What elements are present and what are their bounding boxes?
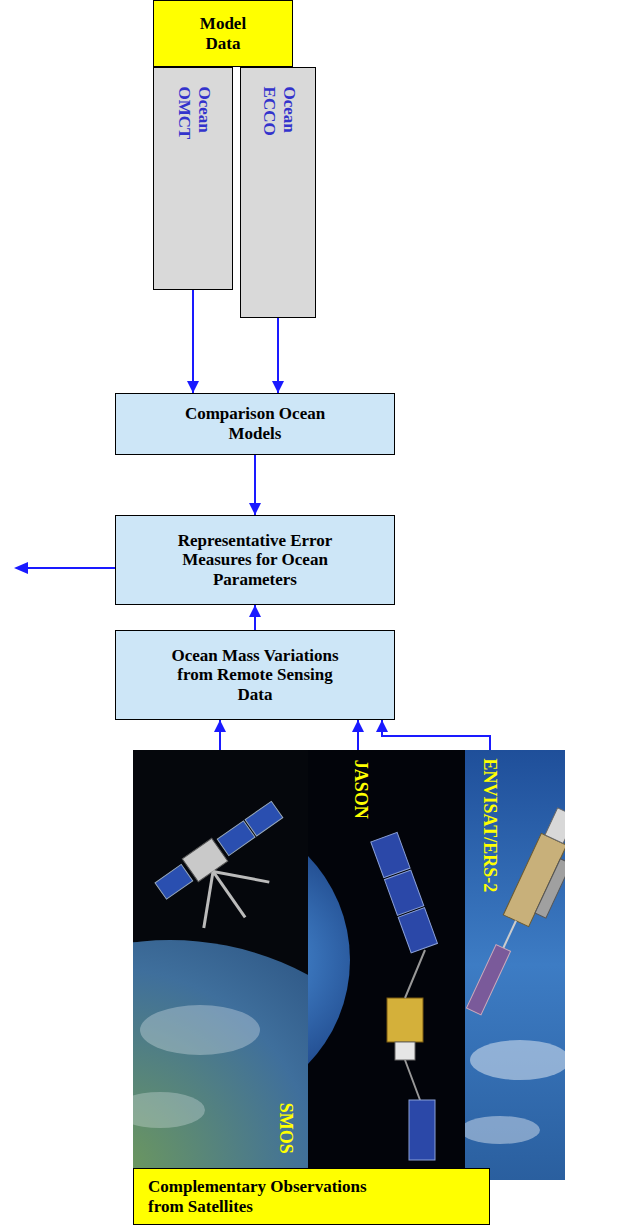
flow-arrow (219, 720, 221, 750)
box-label: Comparison Ocean Models (173, 404, 338, 443)
model-box: Ocean OMCT (153, 67, 233, 290)
flow-arrow (254, 455, 256, 515)
vertical-label: JASON (350, 760, 371, 819)
box-label: Ocean Mass Variations from Remote Sensin… (163, 646, 348, 705)
vertical-label: ENVISAT/ERS-2 (480, 758, 501, 892)
flow-arrow (357, 720, 359, 750)
flow-arrow (254, 605, 256, 630)
process-box: Representative Error Measures for Ocean … (115, 515, 395, 605)
envisat-picture (465, 750, 565, 1180)
satellite-panel: SMOS (133, 750, 308, 1168)
vertical-label: SMOS (275, 1103, 296, 1154)
flow-arrow (382, 720, 490, 750)
flow-arrow (192, 290, 194, 393)
jason-picture (308, 750, 465, 1180)
output-arrowhead (14, 562, 28, 574)
box-label: Representative Error Measures for Ocean … (163, 531, 348, 590)
process-box: Ocean Mass Variations from Remote Sensin… (115, 630, 395, 720)
smos-picture (133, 750, 308, 1180)
box-label: Complementary Observations from Satellit… (148, 1177, 398, 1216)
vertical-label: Ocean OMCT (174, 86, 213, 166)
process-box: Comparison Ocean Models (115, 393, 395, 455)
flow-arrow (277, 318, 279, 393)
vertical-label: Ocean ECCO (259, 86, 298, 166)
satellite-panel: JASON (308, 750, 465, 1168)
satellite-panel: ENVISAT/ERS-2 (465, 750, 565, 1168)
model-box: Ocean ECCO (240, 67, 316, 318)
box-label: Model Data (188, 14, 258, 53)
header-box: Model Data (153, 0, 293, 67)
output-arrow (26, 567, 115, 569)
source-box: Complementary Observations from Satellit… (133, 1168, 490, 1225)
